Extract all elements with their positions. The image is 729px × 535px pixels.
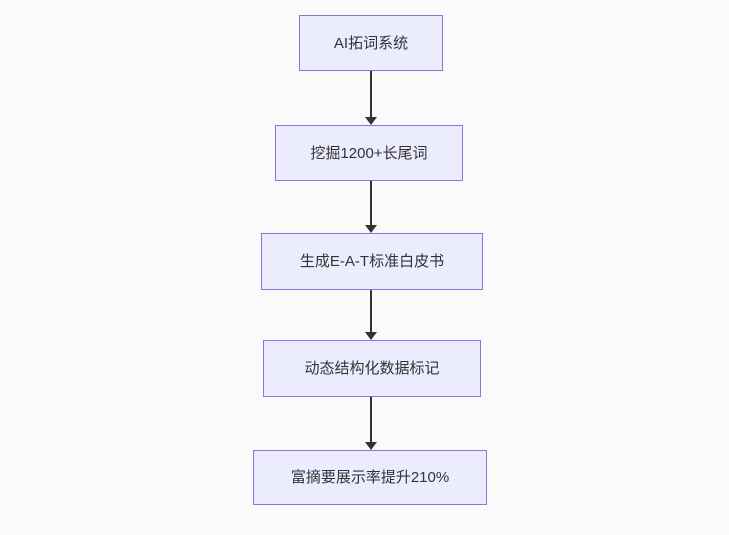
- flow-node-label: 动态结构化数据标记: [304, 360, 440, 377]
- arrow-line: [370, 181, 372, 227]
- arrow-head-icon: [365, 117, 377, 125]
- flow-node-label: 挖掘1200+长尾词: [310, 144, 428, 162]
- flow-node-eat-whitepaper: 生成E-A-T标准白皮书: [261, 233, 483, 290]
- flow-node-longtail-mining: 挖掘1200+长尾词: [275, 125, 463, 181]
- arrow-line: [370, 290, 372, 334]
- arrow-head-icon: [365, 332, 377, 340]
- flow-node-ai-keyword-system: AI拓词系统: [299, 15, 443, 71]
- arrow-line: [370, 71, 372, 119]
- flow-node-rich-snippet-rate: 富摘要展示率提升210%: [253, 450, 487, 505]
- flow-node-label: 富摘要展示率提升210%: [290, 469, 450, 486]
- arrow-line: [370, 397, 372, 444]
- flow-arrow-4: [364, 397, 378, 450]
- flow-arrow-1: [364, 71, 378, 125]
- arrow-head-icon: [365, 225, 377, 233]
- flow-node-label: 生成E-A-T标准白皮书: [299, 253, 445, 270]
- flow-node-structured-data-markup: 动态结构化数据标记: [263, 340, 481, 397]
- flow-arrow-2: [364, 181, 378, 233]
- flow-arrow-3: [364, 290, 378, 340]
- flow-node-label: AI拓词系统: [333, 34, 409, 52]
- arrow-head-icon: [365, 442, 377, 450]
